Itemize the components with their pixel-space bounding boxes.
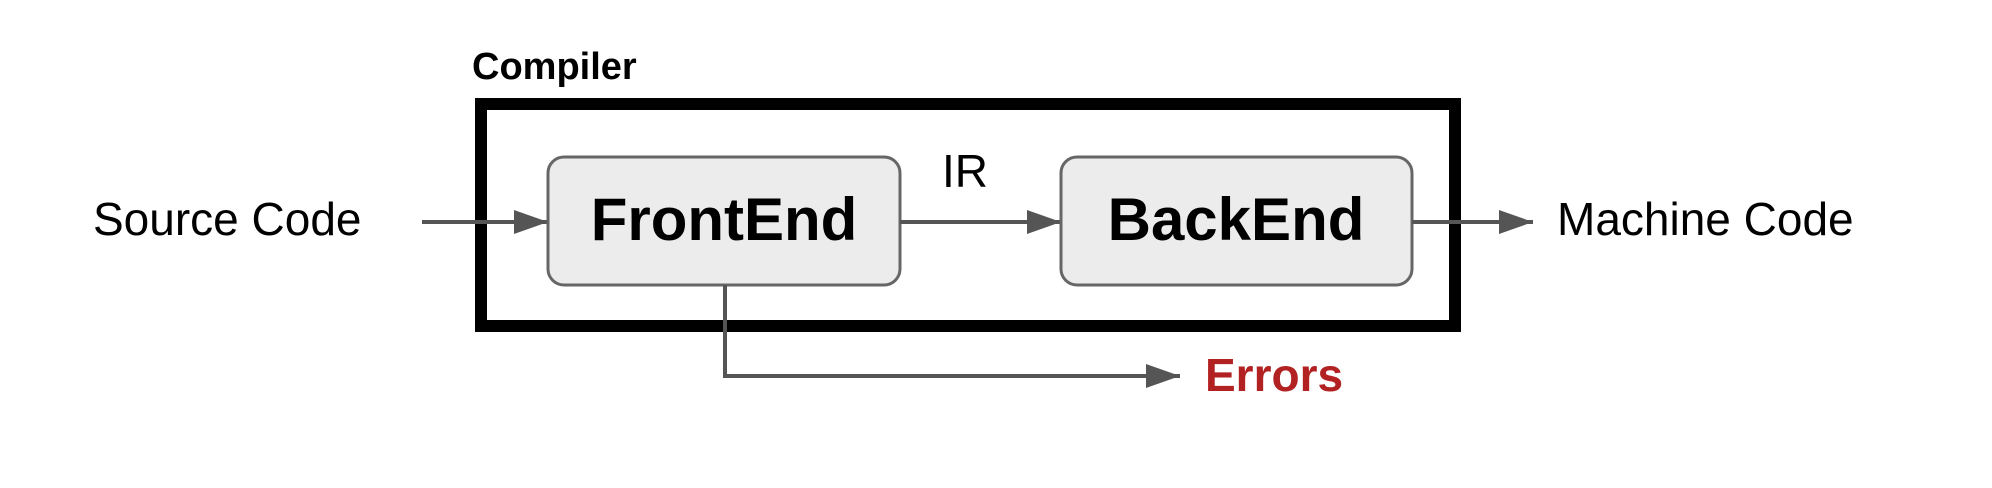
source-code-label: Source Code bbox=[93, 193, 362, 245]
machine-code-label: Machine Code bbox=[1557, 193, 1854, 245]
errors-label: Errors bbox=[1205, 349, 1343, 401]
compiler-container bbox=[475, 98, 1461, 332]
backend-label: BackEnd bbox=[1108, 186, 1365, 253]
ir-label: IR bbox=[942, 145, 988, 197]
errors-arrow bbox=[723, 285, 1180, 388]
compiler-label: Compiler bbox=[472, 46, 637, 88]
frontend-label: FrontEnd bbox=[591, 186, 858, 253]
